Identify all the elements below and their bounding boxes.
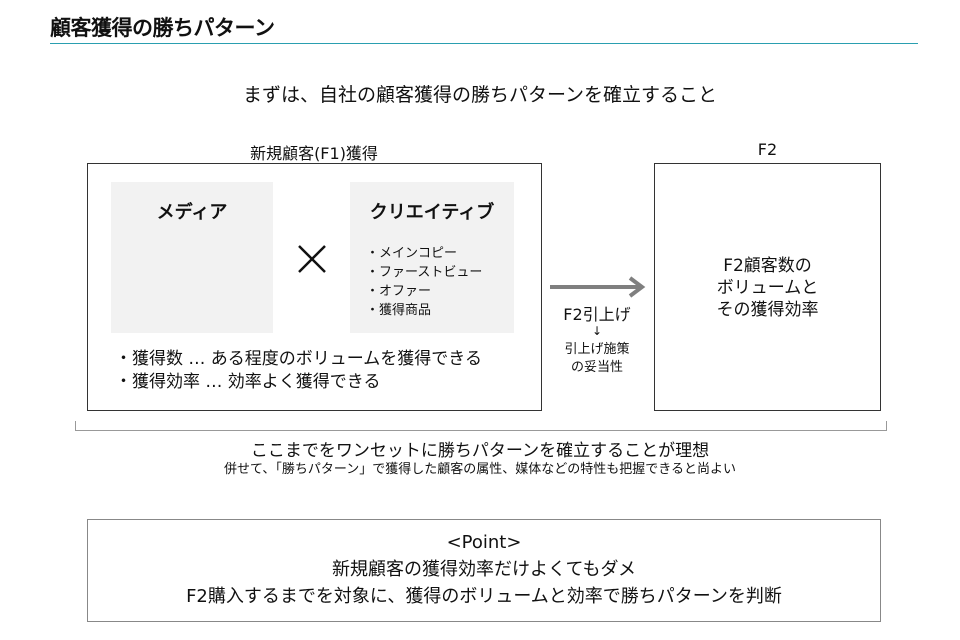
creative-list: ・メインコピー ・ファーストビュー ・オファー ・獲得商品 <box>366 244 514 320</box>
media-box: メディア <box>111 182 273 333</box>
creative-heading: クリエイティブ <box>369 202 495 223</box>
f2-label: F2 <box>757 140 778 159</box>
bullet-acquisition-efficiency: ・獲得効率 … 効率よく獲得できる <box>115 372 381 392</box>
f2-upgrade-label: F2引上げ <box>563 305 631 324</box>
f1-label: 新規顧客(F1)獲得 <box>250 144 378 163</box>
point-line: F2購入するまでを対象に、獲得のボリュームと効率で勝ちパターンを判断 <box>186 586 782 607</box>
grouping-bracket <box>75 421 887 431</box>
multiply-icon <box>298 245 326 273</box>
point-heading: <Point> <box>446 532 522 553</box>
page-title: 顧客獲得の勝ちパターン <box>50 16 275 40</box>
f2-line: F2顧客数の <box>723 256 812 276</box>
media-heading: メディア <box>156 202 228 223</box>
arrow-right-icon <box>550 276 646 298</box>
bullet-acquisition-count: ・獲得数 … ある程度のボリュームを獲得できる <box>115 349 482 369</box>
f2-line: その獲得効率 <box>716 300 819 320</box>
list-item: ・メインコピー <box>366 246 458 261</box>
f1-acquisition-box <box>87 163 542 411</box>
f2-box <box>654 163 881 411</box>
measure-line: の妥当性 <box>570 360 623 375</box>
upgrade-measure-text: 引上げ施策 の妥当性 <box>548 341 646 377</box>
list-item: ・獲得商品 <box>366 303 432 318</box>
title-divider <box>50 43 918 44</box>
point-line: 新規顧客の獲得効率だけよくてもダメ <box>331 559 637 580</box>
point-box: <Point> 新規顧客の獲得効率だけよくてもダメ F2購入するまでを対象に、獲… <box>87 519 881 622</box>
list-item: ・オファー <box>366 284 432 299</box>
measure-line: 引上げ施策 <box>564 342 630 357</box>
ideal-statement: ここまでをワンセットに勝ちパターンを確立することが理想 <box>250 441 710 461</box>
list-item: ・ファーストビュー <box>366 265 483 280</box>
ideal-note: 併せて、「勝ちパターン」で獲得した顧客の属性、媒体などの特性も把握できると尚よい <box>224 462 736 477</box>
creative-box: クリエイティブ ・メインコピー ・ファーストビュー ・オファー ・獲得商品 <box>350 182 514 333</box>
down-arrow-icon: ↓ <box>591 324 603 338</box>
f1-bullets: ・獲得数 … ある程度のボリュームを獲得できる ・獲得効率 … 効率よく獲得でき… <box>115 348 482 394</box>
f2-line: ボリュームと <box>716 278 819 298</box>
subtitle: まずは、自社の顧客獲得の勝ちパターンを確立すること <box>242 84 718 106</box>
f2-description: F2顧客数の ボリュームと その獲得効率 <box>654 255 881 321</box>
